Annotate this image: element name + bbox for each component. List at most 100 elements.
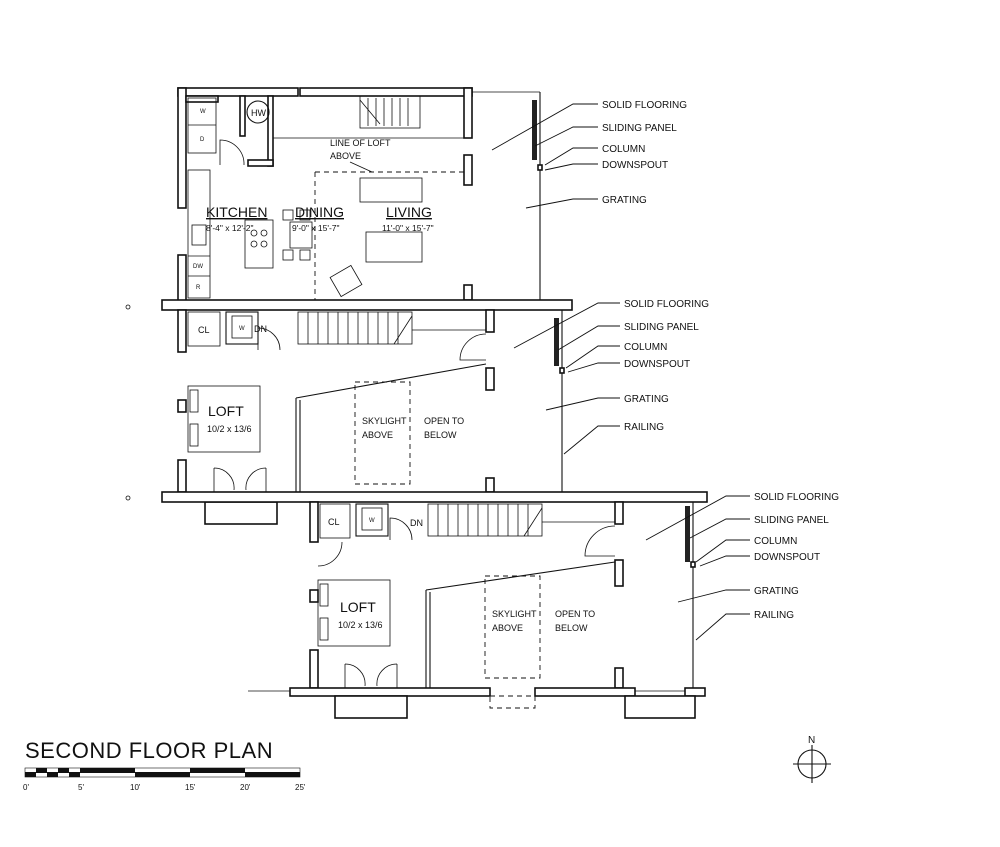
callout-3-solid-flooring: SOLID FLOORING bbox=[754, 492, 839, 503]
u3-wall-right-3 bbox=[614, 667, 624, 689]
sofa bbox=[359, 177, 423, 203]
wall-top-right bbox=[299, 87, 473, 97]
u2-wall-right-2 bbox=[485, 367, 495, 391]
wall-top-left bbox=[177, 87, 299, 97]
u3-skylight-2: ABOVE bbox=[492, 623, 523, 633]
kitchen-dim: 8'-4" x 12'-2" bbox=[206, 223, 254, 233]
u2-down-label: DN bbox=[254, 324, 267, 334]
callout-3-grating: GRATING bbox=[754, 586, 799, 597]
u3-side-door bbox=[584, 525, 616, 557]
u2-loft-dim: 10/2 x 13/6 bbox=[207, 424, 252, 434]
u2-opening-edge bbox=[295, 363, 487, 492]
dining-table bbox=[289, 221, 313, 249]
grid-marker-2 bbox=[125, 495, 131, 501]
scale-bar: 0' 5' 10' 15' 20' 25' bbox=[23, 767, 306, 792]
u3-open-2: BELOW bbox=[555, 623, 588, 633]
u2-stair bbox=[297, 311, 413, 345]
callout-3-downspout: DOWNSPOUT bbox=[754, 552, 820, 563]
u3-stair-treads bbox=[437, 504, 543, 537]
u2-balcony-box bbox=[204, 501, 278, 525]
callout-3-sliding-panel: SLIDING PANEL bbox=[754, 515, 829, 526]
scale-label-5: 5' bbox=[78, 783, 84, 792]
u3-wall-left bbox=[309, 501, 319, 543]
u3-base-slab bbox=[289, 687, 491, 697]
u3-loft-name: LOFT bbox=[340, 599, 376, 615]
kitchen-island bbox=[244, 219, 274, 269]
kitchen-name: KITCHEN bbox=[206, 204, 267, 220]
callout-2-sliding-panel: SLIDING PANEL bbox=[624, 322, 699, 333]
hw-wall bbox=[239, 95, 246, 137]
stair-opening bbox=[359, 95, 421, 129]
u3-skylight bbox=[484, 575, 541, 679]
fixture-r-label: R bbox=[196, 285, 201, 291]
callout-2-solid-flooring: SOLID FLOORING bbox=[624, 299, 709, 310]
u3-closet bbox=[319, 503, 351, 539]
stair-treads-top bbox=[359, 98, 409, 126]
sliding-panel-1 bbox=[532, 100, 537, 160]
u3-open-1: OPEN TO bbox=[555, 609, 595, 619]
callout-2-railing: RAILING bbox=[624, 422, 664, 433]
u3-skylight-1: SKYLIGHT bbox=[492, 609, 537, 619]
callouts-unit-1: SOLID FLOORING SLIDING PANEL COLUMN DOWN… bbox=[491, 100, 687, 209]
u2-door-swing bbox=[257, 327, 281, 351]
scale-label-20: 20' bbox=[240, 783, 251, 792]
u2-closet bbox=[187, 311, 221, 347]
slab-2 bbox=[161, 491, 708, 503]
u3-washer-label: W bbox=[369, 518, 375, 524]
u2-wall-left bbox=[177, 309, 187, 353]
u3-wall-left-2 bbox=[309, 589, 319, 603]
water-heater-label: HW bbox=[251, 108, 266, 118]
scale-label-0: 0' bbox=[23, 783, 29, 792]
u2-wall-left-2 bbox=[177, 399, 187, 413]
u2-stair-treads bbox=[307, 312, 413, 345]
u3-column bbox=[690, 561, 696, 568]
u3-wall-right-2 bbox=[614, 559, 624, 587]
grid-marker-1 bbox=[125, 304, 131, 310]
wall-right-mid bbox=[463, 154, 473, 186]
unit-2-loft: CL W DN LOFT 10/2 x 13/6 SKYLIGHT ABOVE … bbox=[177, 309, 565, 525]
u2-washer-label: W bbox=[239, 326, 245, 332]
u3-base-slab-2 bbox=[534, 687, 636, 697]
living-table bbox=[365, 231, 423, 263]
u2-open-2: BELOW bbox=[424, 430, 457, 440]
kitchen-sink bbox=[191, 224, 207, 246]
u2-skylight-1: SKYLIGHT bbox=[362, 416, 407, 426]
loft-line-above bbox=[314, 171, 464, 300]
u2-bed bbox=[187, 385, 261, 453]
u2-skylight bbox=[354, 381, 411, 485]
u3-balcony-box-left bbox=[334, 695, 408, 719]
loft-line-label-2: ABOVE bbox=[330, 151, 361, 161]
u2-loft-name: LOFT bbox=[208, 403, 244, 419]
callout-1-solid-flooring: SOLID FLOORING bbox=[602, 100, 687, 111]
u2-column bbox=[559, 367, 565, 374]
living-name: LIVING bbox=[386, 204, 432, 220]
fixture-w-label: W bbox=[200, 109, 206, 115]
wall-left-lower bbox=[177, 254, 187, 304]
wall-left-upper bbox=[177, 87, 187, 209]
u3-skylight-lower bbox=[489, 695, 536, 709]
plan-title: SECOND FLOOR PLAN bbox=[25, 738, 273, 763]
u3-stair bbox=[427, 503, 543, 537]
fixture-dw-label: DW bbox=[193, 264, 203, 270]
loft-line-leader bbox=[349, 161, 373, 173]
living-dim: 11'-0" x 15'-7" bbox=[382, 223, 434, 233]
callouts-unit-2: SOLID FLOORING SLIDING PANEL COLUMN DOWN… bbox=[513, 299, 709, 455]
wall-right-upper bbox=[463, 87, 473, 139]
u2-skylight-2: ABOVE bbox=[362, 430, 393, 440]
callout-1-grating: GRATING bbox=[602, 195, 647, 206]
u2-french-doors bbox=[213, 467, 267, 492]
armchair bbox=[329, 264, 363, 298]
u3-base-slab-3 bbox=[684, 687, 706, 697]
dining-name: DINING bbox=[295, 204, 344, 220]
water-heater-circle bbox=[246, 100, 270, 124]
closet-door-swing bbox=[219, 139, 245, 166]
column-1 bbox=[537, 164, 543, 171]
u2-open-1: OPEN TO bbox=[424, 416, 464, 426]
slab-1 bbox=[161, 299, 573, 311]
hw-wall-2 bbox=[267, 95, 274, 167]
north-label: N bbox=[808, 735, 815, 746]
scale-label-15: 15' bbox=[185, 783, 196, 792]
kitchen-counter-left bbox=[187, 169, 211, 299]
u3-loft-dim: 10/2 x 13/6 bbox=[338, 620, 383, 630]
